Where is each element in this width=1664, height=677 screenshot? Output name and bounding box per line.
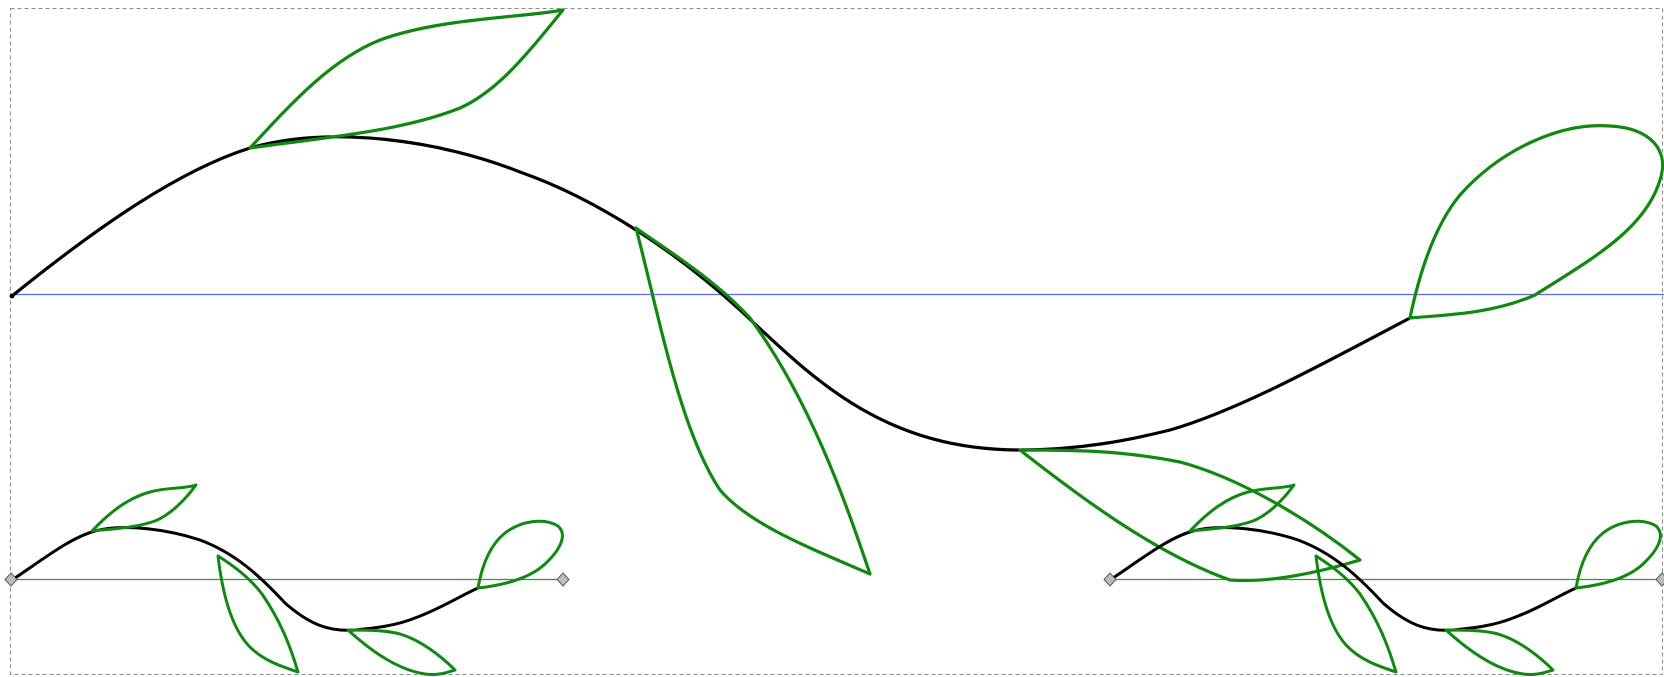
vine-small-right-leaf-lower[interactable]: [1446, 630, 1553, 675]
vine-small-left-leaf-hanging[interactable]: [218, 556, 298, 672]
vine-large-leaf-top[interactable]: [250, 10, 563, 148]
vine-large[interactable]: [12, 10, 1663, 580]
vine-large-leaf-hanging[interactable]: [636, 228, 870, 574]
diamond-icon[interactable]: [557, 573, 569, 586]
vine-large-leaf-lower[interactable]: [1020, 450, 1360, 580]
vine-small-left-leaf-loop[interactable]: [478, 521, 562, 588]
diamond-icon[interactable]: [5, 573, 17, 586]
node-handles: [5, 294, 1664, 587]
path-start-node-dot[interactable]: [10, 294, 15, 299]
vine-small-left-leaf-top[interactable]: [92, 485, 196, 531]
vine-large-leaf-loop[interactable]: [1410, 126, 1663, 318]
vine-large-main-stem[interactable]: [12, 137, 1410, 450]
diamond-icon[interactable]: [1104, 573, 1116, 586]
vine-small-right-leaf-loop[interactable]: [1576, 521, 1660, 588]
vine-small-left-leaf-lower[interactable]: [348, 630, 455, 675]
vine-small-right-leaf-top[interactable]: [1190, 485, 1294, 531]
diamond-icon[interactable]: [1656, 573, 1664, 586]
vine-small-right-leaf-hanging[interactable]: [1316, 556, 1396, 672]
